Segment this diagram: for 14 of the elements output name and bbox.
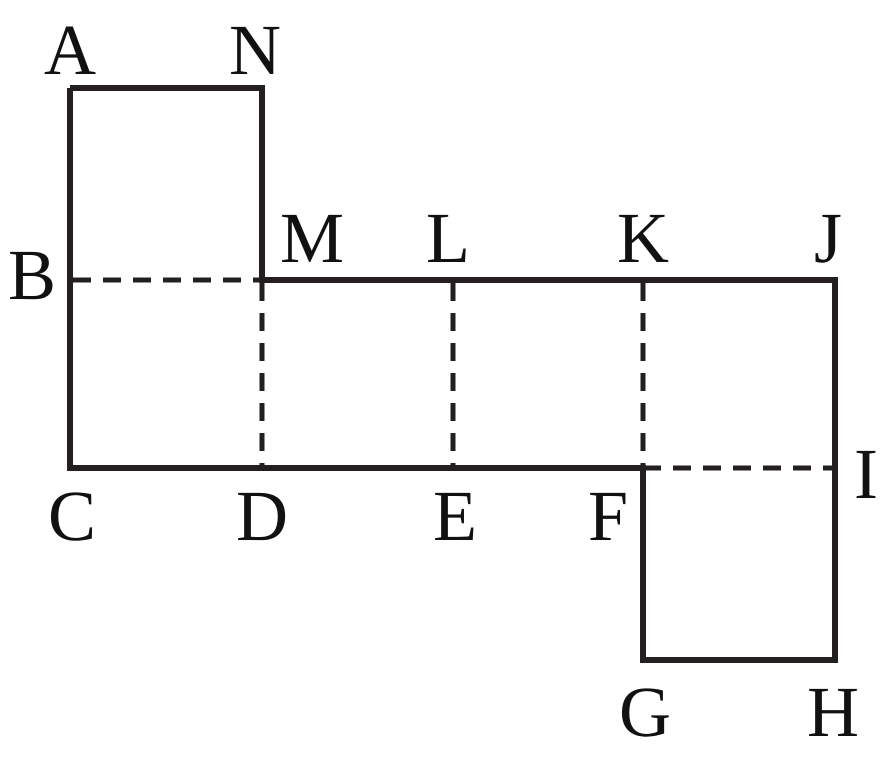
- vertex-label: H: [807, 676, 859, 748]
- vertex-label: I: [854, 438, 878, 510]
- vertex-label: K: [617, 202, 669, 274]
- vertex-label: D: [236, 480, 288, 552]
- vertex-label: N: [229, 14, 281, 86]
- vertex-label: E: [433, 480, 477, 552]
- vertex-label: G: [619, 676, 671, 748]
- vertex-label: C: [48, 480, 96, 552]
- vertex-label: L: [426, 202, 470, 274]
- vertex-label: B: [8, 239, 56, 311]
- vertex-label: J: [814, 202, 842, 274]
- vertex-label: M: [280, 202, 344, 274]
- vertex-label: F: [588, 480, 628, 552]
- vertex-label: A: [44, 14, 96, 86]
